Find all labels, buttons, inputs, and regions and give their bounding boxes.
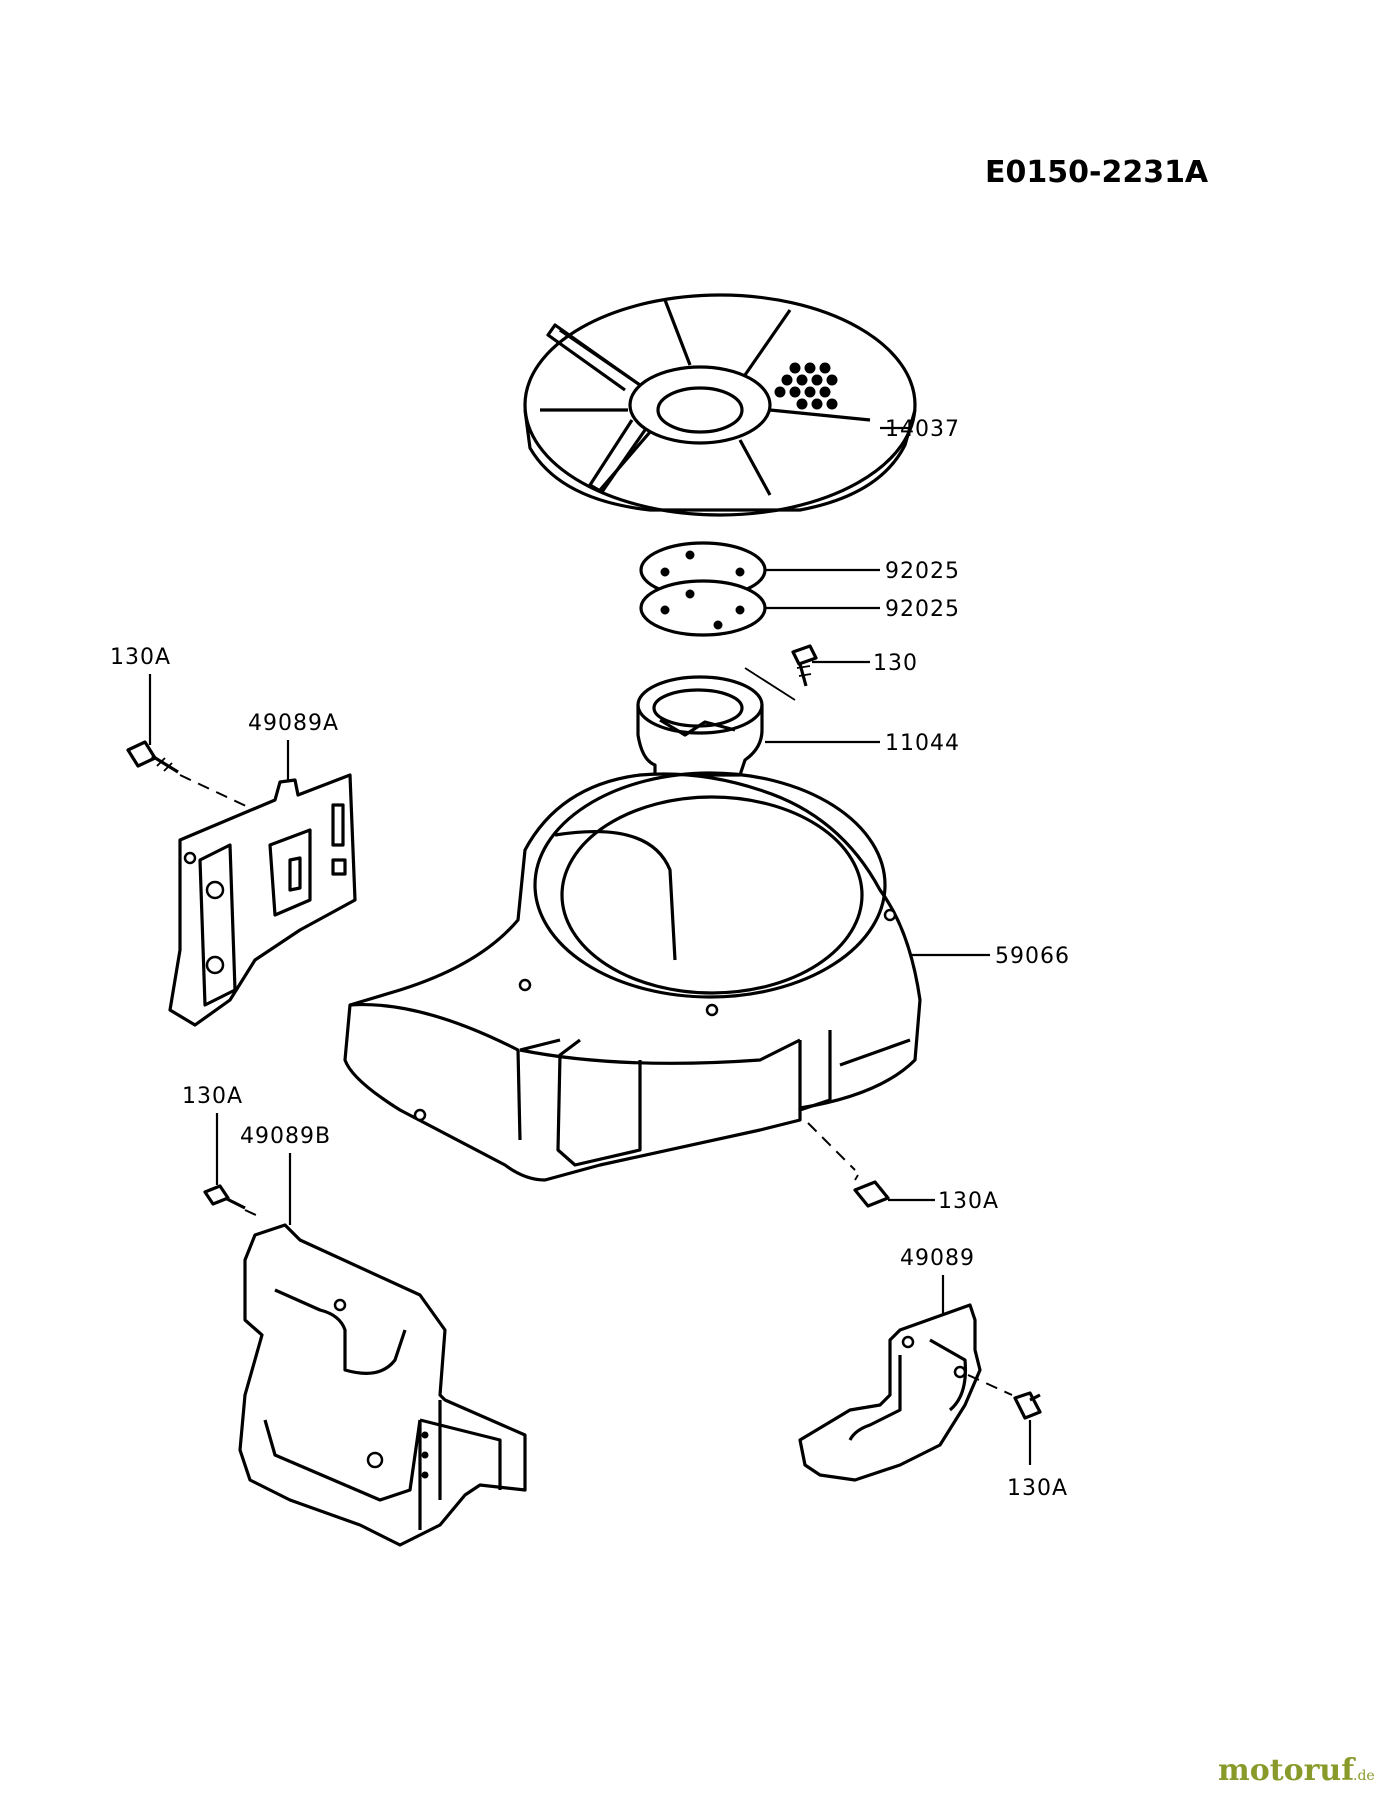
label-130A-mid-left: 130A bbox=[182, 1084, 243, 1109]
watermark-brand: motoruf bbox=[1218, 1753, 1356, 1788]
label-130: 130 bbox=[873, 651, 918, 676]
label-49089A: 49089A bbox=[248, 711, 339, 736]
label-130A-bottom-right: 130A bbox=[1007, 1476, 1068, 1501]
label-59066: 59066 bbox=[995, 944, 1070, 969]
label-49089B: 49089B bbox=[240, 1124, 331, 1149]
part-130A-bolt-center[interactable] bbox=[853, 1174, 890, 1208]
part-11044-pulley-cup[interactable] bbox=[636, 667, 796, 777]
label-92025-lower: 92025 bbox=[885, 597, 960, 622]
part-130A-bolt-bottom-right[interactable] bbox=[1013, 1391, 1042, 1420]
label-92025-upper: 92025 bbox=[885, 559, 960, 584]
label-130A-top-left: 130A bbox=[110, 645, 171, 670]
part-130-bolt[interactable] bbox=[791, 644, 818, 687]
part-14037-fan-screen[interactable] bbox=[523, 293, 917, 517]
watermark-logo: motoruf .de bbox=[1218, 1753, 1375, 1788]
part-49089A-bracket[interactable] bbox=[168, 773, 357, 1027]
part-92025-plate-lower[interactable] bbox=[639, 579, 767, 637]
label-14037: 14037 bbox=[885, 417, 960, 442]
part-130A-bolt-mid-left[interactable] bbox=[203, 1184, 246, 1210]
part-14037-vent-grid bbox=[774, 362, 838, 410]
watermark-suffix: .de bbox=[1353, 1768, 1375, 1784]
part-49089-bracket[interactable] bbox=[798, 1303, 982, 1482]
label-130A-center: 130A bbox=[938, 1189, 999, 1214]
label-11044: 11044 bbox=[885, 731, 960, 756]
part-49089B-bracket[interactable] bbox=[238, 1223, 527, 1547]
diagram-code: E0150-2231A bbox=[985, 155, 1209, 190]
part-59066-blower-housing[interactable] bbox=[343, 771, 922, 1182]
label-49089: 49089 bbox=[900, 1246, 975, 1271]
part-130A-bolt-top-left[interactable] bbox=[126, 740, 179, 774]
